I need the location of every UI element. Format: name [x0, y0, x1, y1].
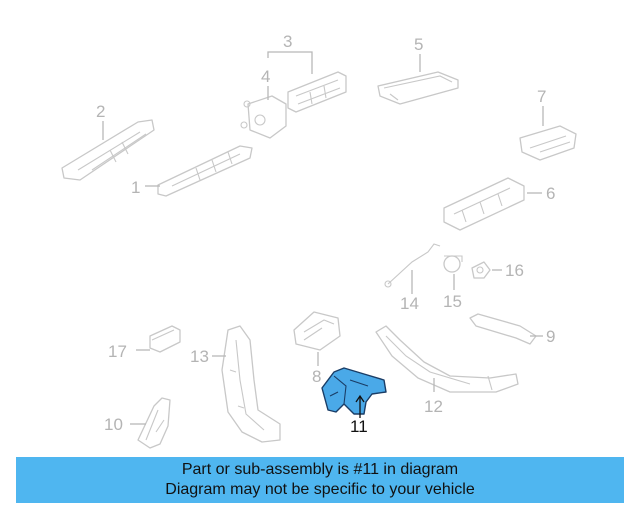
part-3-center-vent — [287, 71, 347, 113]
callout-8: 8 — [312, 367, 321, 386]
banner-line-2: Diagram may not be specific to your vehi… — [165, 481, 475, 498]
part-13-vertical-duct — [221, 325, 281, 443]
callout-7: 7 — [537, 87, 546, 106]
part-14-cable — [384, 243, 441, 288]
info-banner: Part or sub-assembly is #11 in diagram D… — [16, 457, 624, 503]
callout-2: 2 — [96, 102, 105, 121]
part-17-clip — [149, 325, 181, 353]
callout-4: 4 — [261, 67, 270, 86]
callout-9: 9 — [546, 327, 555, 346]
callout-10: 10 — [104, 415, 123, 434]
callout-12: 12 — [424, 397, 443, 416]
callout-3: 3 — [283, 32, 292, 51]
leader-3 — [267, 51, 313, 74]
part-12-floor-duct — [375, 325, 519, 393]
part-6-side-vent — [443, 177, 525, 231]
callout-14: 14 — [400, 294, 419, 313]
callout-6: 6 — [546, 184, 555, 203]
callout-11: 11 — [350, 417, 368, 436]
part-2-defroster-duct — [61, 119, 155, 181]
part-9-duct — [469, 313, 537, 345]
part-4-actuator — [240, 95, 287, 139]
callout-5: 5 — [414, 35, 423, 54]
part-1-defroster-grille — [157, 145, 253, 197]
part-11-highlighted-duct[interactable] — [321, 367, 387, 415]
part-8-vent-box — [293, 311, 341, 351]
callout-1: 1 — [131, 178, 140, 197]
part-10-bracket — [137, 397, 171, 449]
part-5-filter — [377, 71, 459, 105]
part-7-vent — [519, 125, 577, 161]
callout-13: 13 — [190, 347, 209, 366]
banner-line-1: Part or sub-assembly is #11 in diagram — [181, 461, 459, 478]
callout-16: 16 — [505, 261, 524, 280]
part-16-grommet — [471, 261, 491, 279]
callout-17: 17 — [108, 342, 127, 361]
part-15-sensor — [443, 255, 463, 273]
callout-15: 15 — [443, 292, 462, 311]
